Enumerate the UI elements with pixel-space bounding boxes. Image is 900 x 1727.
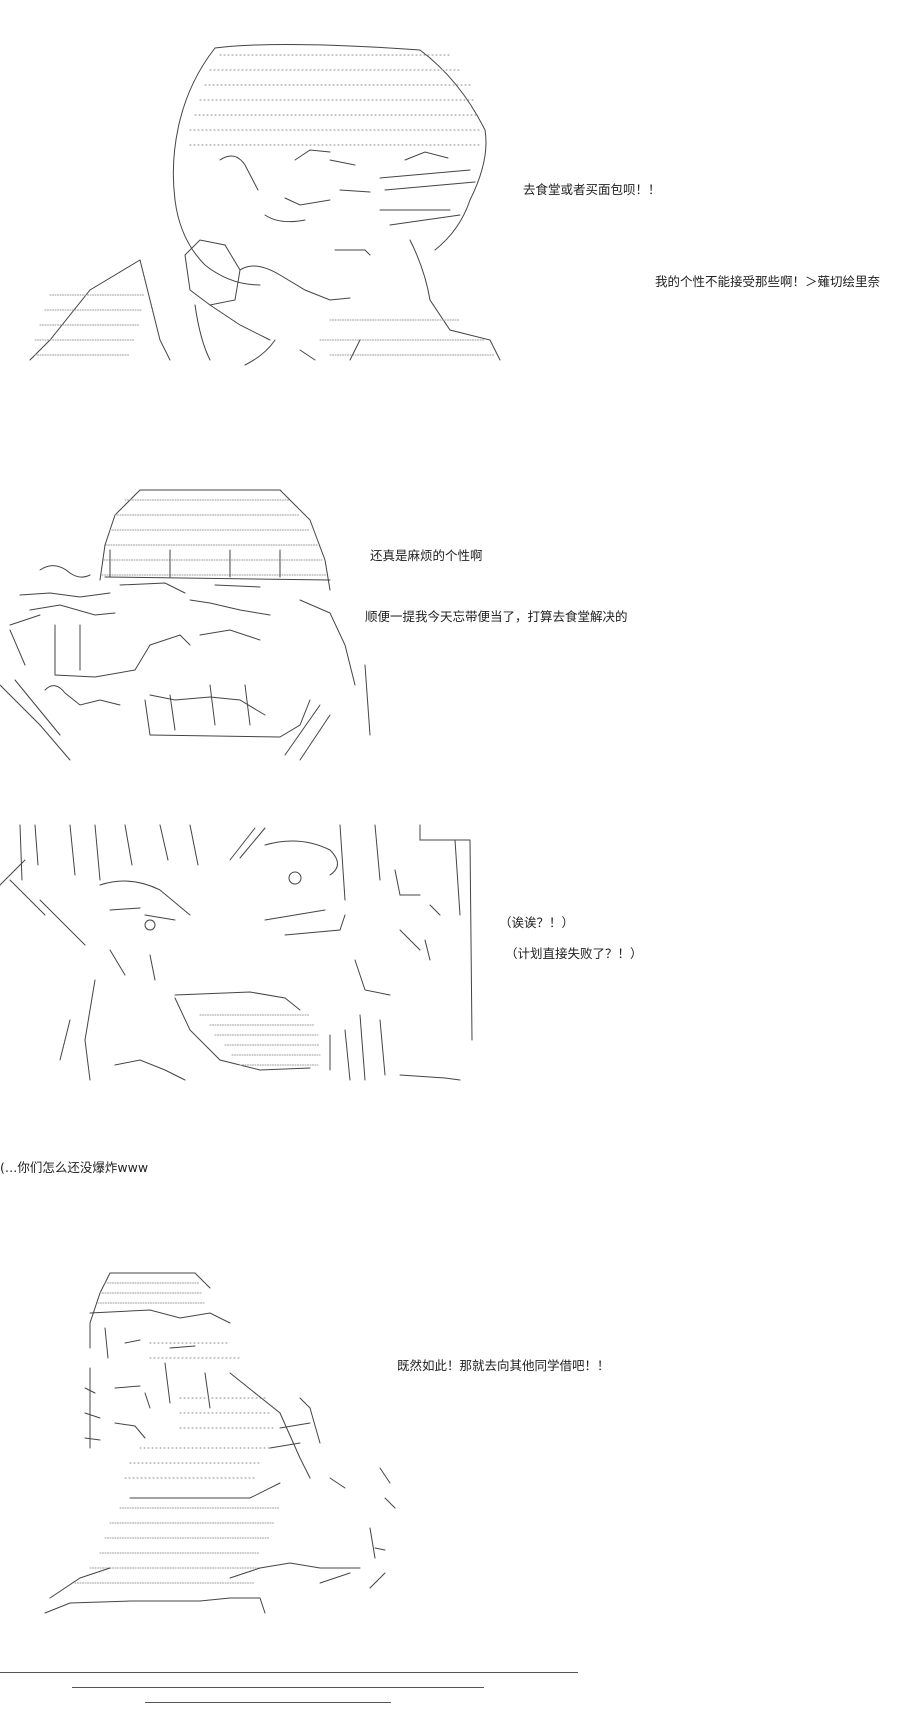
panel-3-dialogue-1: （诶诶？！）	[499, 915, 575, 930]
aside-comment: (…你们怎么还没爆炸www	[0, 1160, 149, 1175]
panel-4-dialogue-1: 既然如此！那就去向其他同学借吧！！	[397, 1358, 610, 1373]
ascii-art-panel-2	[0, 485, 380, 765]
ascii-art-figure-boy-with-bread	[29, 43, 501, 366]
ascii-art-panel-1	[29, 40, 550, 400]
panel-2-dialogue-2: 顺便一提我今天忘带便当了，打算去食堂解决的	[365, 609, 628, 624]
ascii-art-figure-determined	[44, 1272, 396, 1614]
panel-1-dialogue-2: 我的个性不能接受那些啊！＞薙切绘里奈	[655, 274, 881, 289]
panel-1-dialogue-1: 去食堂或者买面包呗！！	[523, 182, 661, 197]
divider-line-2	[72, 1687, 484, 1688]
panel-3-dialogue-2: （计划直接失败了？！）	[505, 946, 643, 961]
ascii-art-figure-shocked-face	[0, 824, 473, 1081]
ascii-art-panel-4	[30, 1268, 410, 1628]
divider-line-1	[0, 1672, 578, 1673]
ascii-art-panel-3	[0, 820, 490, 1090]
divider-line-3	[145, 1702, 391, 1703]
ascii-art-figure-thinking	[0, 489, 371, 761]
panel-2-dialogue-1: 还真是麻烦的个性啊	[370, 548, 483, 563]
